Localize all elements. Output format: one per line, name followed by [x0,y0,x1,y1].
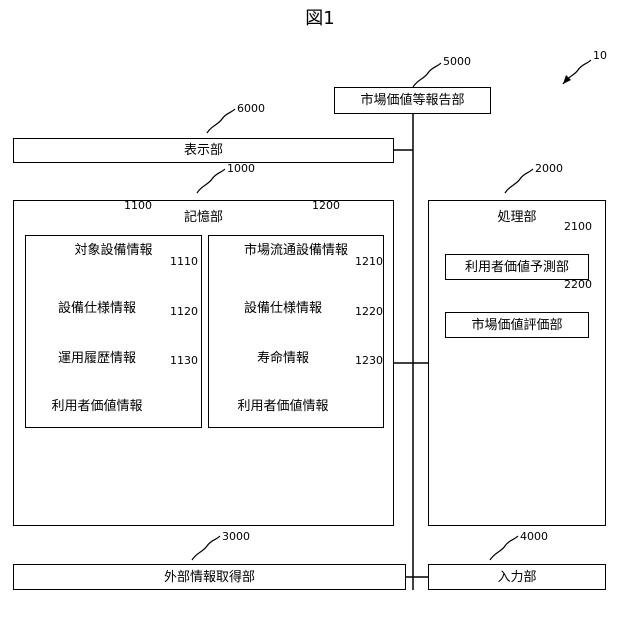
market-item-ref: 1220 [355,306,383,317]
market-report-ref: 5000 [443,56,471,67]
leader-6000 [207,109,235,133]
market-item-label: 設備仕様情報 [216,302,350,315]
target-item-label: 設備仕様情報 [30,302,164,315]
storage-label: 記憶部 [14,211,393,224]
display-ref: 6000 [237,103,265,114]
target-item-ref: 1120 [170,306,198,317]
target-item-ref: 1110 [170,256,198,267]
processing-unit-label: 利用者価値予測部 [446,261,588,274]
market-item-label: 寿命情報 [216,352,350,365]
leader-1000 [197,169,225,193]
external-info-label: 外部情報取得部 [14,571,405,584]
processing-unit-label: 市場価値評価部 [446,319,588,332]
target-item-ref: 1130 [170,355,198,366]
leader-2000 [505,169,533,193]
figure-title: 図1 [270,10,370,28]
market-item-ref: 1210 [355,256,383,267]
market-report-box: 市場価値等報告部 [334,87,491,114]
processing-unit-box: 利用者価値予測部 [445,254,589,280]
storage-ref: 1000 [227,163,255,174]
market-report-label: 市場価値等報告部 [335,94,490,107]
leader-5000 [413,63,441,87]
processing-unit-ref: 2200 [564,279,592,290]
input-ref: 4000 [520,531,548,542]
input-label: 入力部 [429,571,605,584]
processing-ref: 2000 [535,163,563,174]
leader-4000 [490,536,518,560]
market-equipment-ref: 1200 [312,200,340,211]
system-ref: 10 [593,50,607,61]
target-item-label: 利用者価値情報 [30,400,164,413]
display-box: 表示部 [13,138,394,163]
display-label: 表示部 [14,144,393,157]
processing-unit-box: 市場価値評価部 [445,312,589,338]
processing-unit-ref: 2100 [564,221,592,232]
leader-3000 [192,536,220,560]
market-item-ref: 1230 [355,355,383,366]
target-item-label: 運用履歴情報 [30,352,164,365]
processing-box: 処理部 [428,200,606,526]
external-info-box: 外部情報取得部 [13,564,406,590]
market-item-label: 利用者価値情報 [216,400,350,413]
input-box: 入力部 [428,564,606,590]
external-info-ref: 3000 [222,531,250,542]
target-equipment-ref: 1100 [124,200,152,211]
